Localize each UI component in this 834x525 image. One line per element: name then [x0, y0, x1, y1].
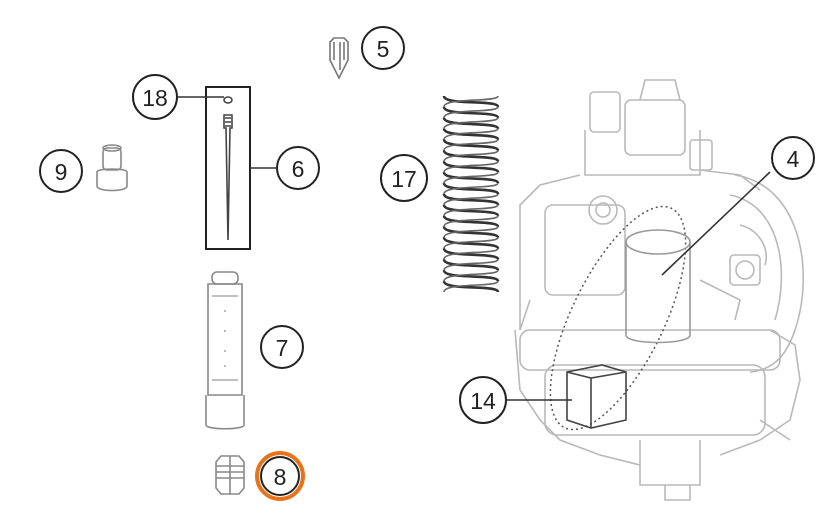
callout-5[interactable]: 5 — [361, 26, 405, 70]
spring-coil-back — [443, 280, 499, 293]
callout-17-label: 17 — [391, 166, 417, 192]
spring-coil-back — [443, 106, 499, 119]
spring-coil-back — [443, 204, 499, 217]
callout-8-label: 8 — [274, 464, 287, 490]
spring-coil-back — [443, 95, 499, 108]
spring-coil — [442, 182, 500, 196]
callout-6[interactable]: 6 — [276, 146, 320, 190]
part-float-cylinder[interactable] — [625, 229, 691, 344]
spring-coil-back — [443, 149, 499, 162]
spring-coil-back — [443, 182, 499, 195]
spring-coil — [442, 258, 500, 272]
part-pilot-jet[interactable] — [96, 144, 128, 192]
spring-coil — [442, 236, 500, 250]
callout-14[interactable]: 14 — [459, 376, 507, 424]
spring-coil — [442, 204, 500, 218]
part-float-block[interactable] — [566, 364, 627, 429]
callout-9-label: 9 — [55, 159, 68, 185]
float-chamber-outline — [549, 205, 687, 431]
spring-coil — [442, 95, 500, 109]
carburetor-body — [514, 79, 805, 501]
spring-coil — [442, 171, 500, 185]
callout-6-label: 6 — [292, 156, 305, 182]
spring-coil-back — [443, 247, 499, 260]
spring-coil-back — [443, 236, 499, 249]
spring-coil-back — [443, 171, 499, 184]
spring-coil-back — [443, 225, 499, 238]
part-jet-needle-box[interactable] — [205, 86, 251, 250]
spring-coil-back — [443, 116, 499, 130]
spring-coil — [442, 280, 500, 294]
spring-coil — [442, 247, 500, 261]
callout-18-label: 18 — [142, 85, 168, 111]
callout-8-highlight-ring — [255, 451, 305, 501]
callout-4[interactable]: 4 — [771, 136, 815, 180]
callout-5-label: 5 — [377, 36, 390, 62]
spring-coil-back — [443, 138, 499, 151]
spring-coil — [442, 193, 500, 207]
spring-coil-back — [443, 193, 499, 206]
spring-coil — [442, 215, 500, 228]
callout-7-label: 7 — [276, 335, 289, 361]
spring-coil-back — [443, 258, 499, 271]
part-needle-jet[interactable] — [205, 271, 245, 430]
spring-coil — [442, 269, 500, 283]
spring-coil — [442, 138, 500, 152]
part-needle-valve[interactable] — [329, 37, 349, 80]
leader-lines — [177, 96, 771, 401]
spring-coil — [442, 149, 500, 163]
spring-coil — [442, 225, 500, 239]
spring-coil-back — [443, 127, 499, 140]
spring-coil — [442, 117, 500, 130]
callout-7[interactable]: 7 — [260, 325, 304, 369]
callout-14-label: 14 — [470, 388, 496, 414]
spring-coil-back — [443, 269, 499, 282]
part-main-jet[interactable] — [215, 455, 245, 495]
callout-17[interactable]: 17 — [380, 154, 428, 202]
callout-9[interactable]: 9 — [39, 149, 83, 193]
spring-coil — [442, 127, 500, 141]
spring-coil-back — [443, 160, 499, 173]
spring-coil-back — [443, 214, 499, 228]
spring-coil — [442, 160, 500, 174]
part-spring[interactable] — [442, 95, 500, 294]
callout-4-label: 4 — [787, 146, 800, 172]
spring-coil — [442, 106, 500, 120]
callout-18[interactable]: 18 — [132, 74, 178, 120]
callout-8[interactable]: 8 — [255, 451, 305, 501]
